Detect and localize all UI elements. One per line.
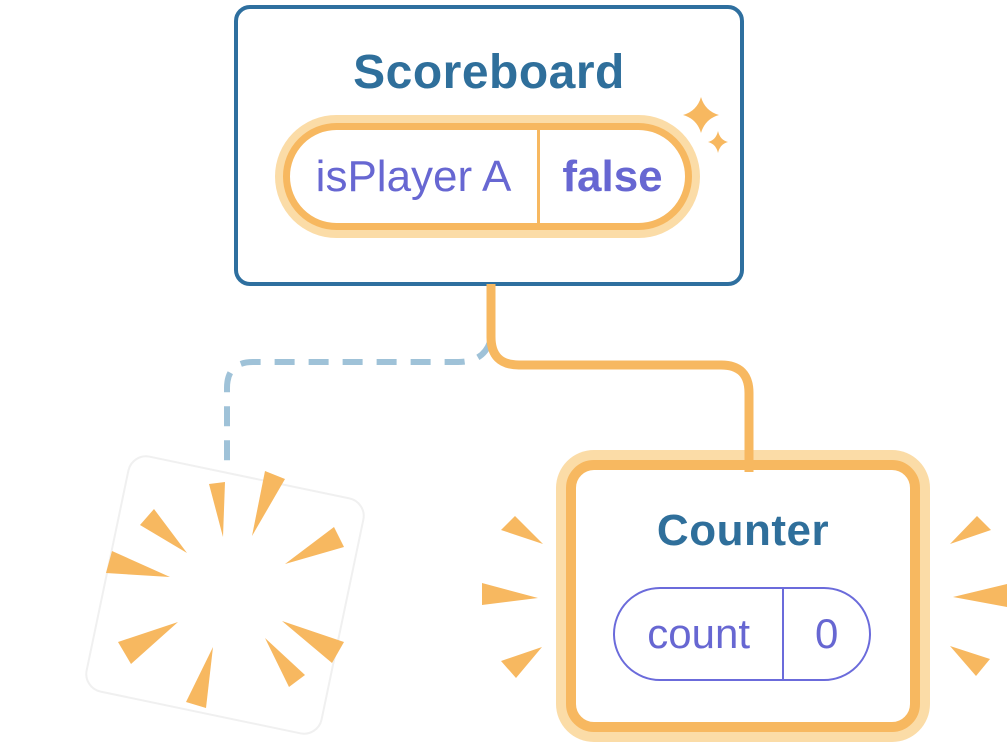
pill-divider xyxy=(537,130,540,223)
state-key-label: count xyxy=(647,610,751,657)
scoreboard-component-card: Scoreboard isPlayer A false xyxy=(234,5,744,286)
emphasis-sparks-right-icon xyxy=(950,516,1007,676)
destroyed-card xyxy=(85,455,365,735)
solid-connector-line xyxy=(486,284,754,472)
counter-state-pill: count 0 xyxy=(613,587,871,681)
emphasis-sparks-left-icon xyxy=(482,516,543,678)
dashed-connector-line xyxy=(224,340,493,509)
explosion-burst-icon xyxy=(106,471,344,708)
pill-divider xyxy=(782,589,785,679)
counter-component-card: Counter count 0 xyxy=(556,450,930,742)
state-key-label: isPlayer A xyxy=(315,151,512,201)
scoreboard-card-title: Scoreboard xyxy=(353,46,625,99)
counter-card-title: Counter xyxy=(656,506,830,555)
destroyed-component-card xyxy=(85,455,365,735)
state-value-label: 0 xyxy=(814,610,839,657)
state-value-label: false xyxy=(562,151,663,201)
scoreboard-state-pill: isPlayer A false xyxy=(275,115,700,238)
